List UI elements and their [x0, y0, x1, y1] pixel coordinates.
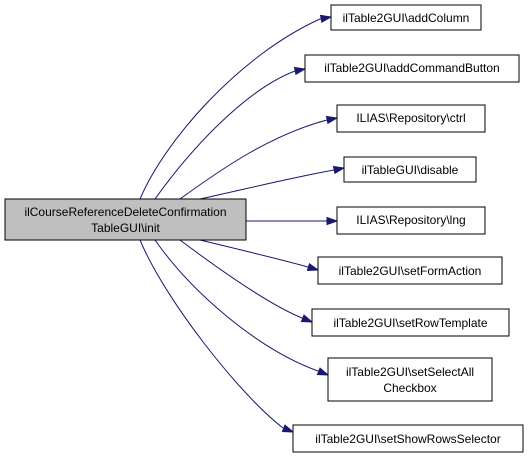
target-node-label: ILIAS\Repository\lng — [356, 213, 465, 227]
target-node-label: ilTable2GUI\addCommandButton — [324, 61, 499, 75]
call-edge-arrowhead-9 — [281, 424, 295, 433]
source-node-label-line-1: ilCourseReferenceDeleteConfirmation — [24, 205, 226, 219]
call-edge-arrowhead-6 — [306, 262, 320, 272]
target-node-label: ilTable2GUI\addColumn — [343, 11, 470, 25]
call-edge-arrowhead-8 — [316, 367, 330, 376]
call-edge-4 — [199, 169, 335, 200]
target-node-set-row-template[interactable]: ilTable2GUI\setRowTemplate — [311, 308, 510, 337]
call-edge-2 — [154, 70, 296, 200]
call-edge-arrowhead-7 — [300, 314, 314, 323]
call-edge-arrowhead-5 — [326, 216, 339, 226]
target-node-label: ilTable2GUI\setRowTemplate — [333, 316, 487, 330]
target-node-add-command-button[interactable]: ilTable2GUI\addCommandButton — [304, 54, 520, 83]
call-edge-arrowhead-1 — [319, 14, 333, 24]
call-edge-1 — [139, 18, 321, 200]
target-node-repository-ctrl[interactable]: ILIAS\Repository\ctrl — [336, 104, 486, 133]
target-node-set-show-rows-selector[interactable]: ilTable2GUI\setShowRowsSelector — [292, 424, 524, 453]
target-node-label-line-2: Checkbox — [383, 381, 436, 395]
call-edge-arrowhead-3 — [325, 115, 339, 125]
target-node-label: ilTable2GUI\setFormAction — [339, 264, 482, 278]
target-node-label-line-1: ilTable2GUI\setSelectAll — [346, 365, 474, 379]
source-node-label-line-2: TableGUI\init — [91, 221, 160, 235]
call-edge-9 — [139, 239, 284, 429]
call-edge-7 — [179, 239, 303, 319]
target-node-table-gui-disable[interactable]: ilTableGUI\disable — [343, 156, 477, 183]
target-node-set-select-all-checkbox[interactable]: ilTable2GUI\setSelectAll Checkbox — [327, 357, 493, 402]
source-node[interactable]: ilCourseReferenceDeleteConfirmation Tabl… — [4, 198, 247, 241]
target-node-label: ilTableGUI\disable — [362, 163, 459, 177]
target-node-label: ilTable2GUI\setShowRowsSelector — [315, 432, 500, 446]
call-edge-arrowhead-2 — [293, 66, 307, 76]
target-node-repository-lng[interactable]: ILIAS\Repository\lng — [336, 206, 486, 235]
target-node-add-column[interactable]: ilTable2GUI\addColumn — [330, 4, 482, 31]
call-edge-6 — [199, 239, 309, 268]
call-edge-8 — [154, 239, 319, 372]
target-node-label: ILIAS\Repository\ctrl — [356, 111, 465, 125]
call-edge-3 — [179, 119, 328, 200]
call-edge-arrowhead-4 — [332, 165, 346, 175]
target-node-set-form-action[interactable]: ilTable2GUI\setFormAction — [317, 256, 503, 285]
call-edges — [139, 14, 346, 433]
